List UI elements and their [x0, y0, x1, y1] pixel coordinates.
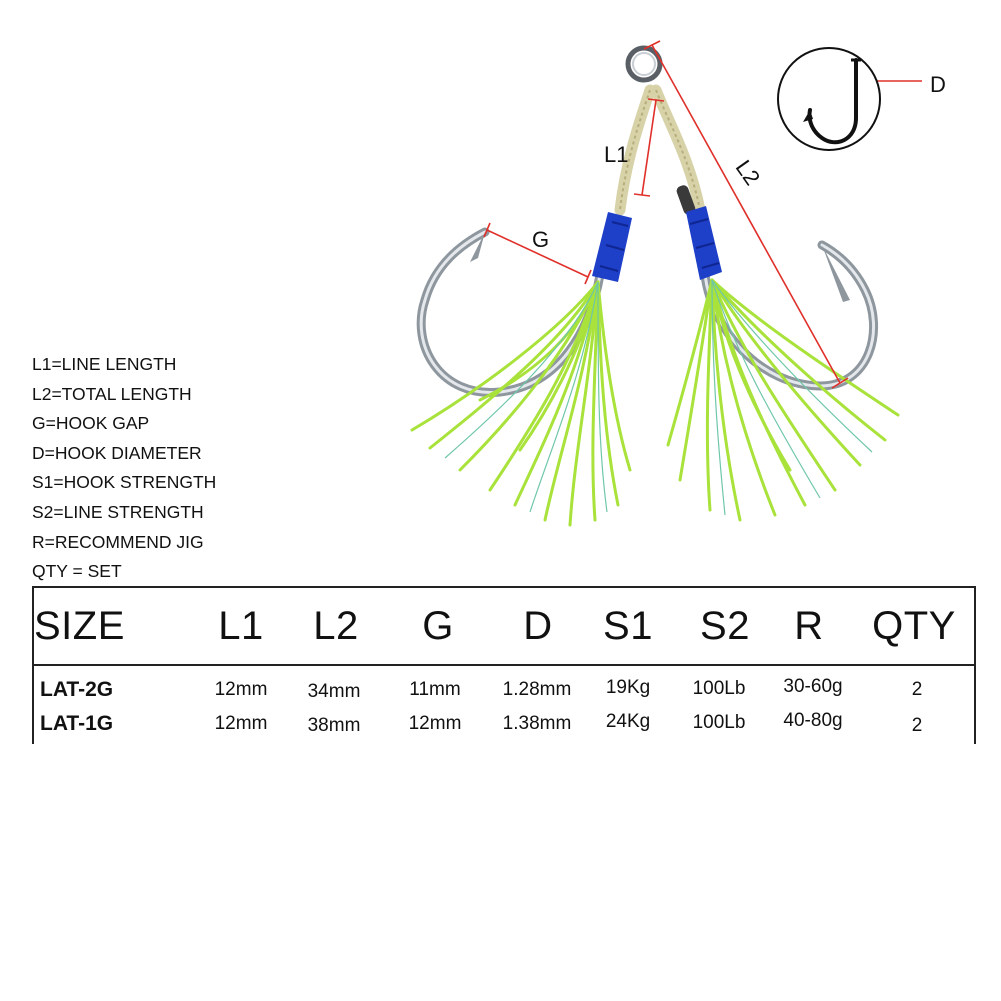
g-label: G: [532, 227, 549, 252]
table-row-1-s1: 19Kg: [605, 677, 651, 698]
table-row-1-g: 11mm: [409, 679, 461, 700]
table-top-border: [32, 586, 976, 588]
table-row-2-l1: 12mm: [214, 713, 268, 734]
d-label: D: [930, 72, 946, 97]
table-row-2-r: 40-80g: [783, 710, 843, 731]
table-row-1-l2: 34mm: [307, 681, 361, 702]
table-row-2-size: LAT-1G: [40, 712, 114, 735]
header-qty: QTY: [872, 604, 956, 648]
right-skirt: [666, 278, 900, 522]
hook-detail-circle: [777, 47, 881, 151]
legend-item: QTY = SET: [32, 561, 122, 582]
table-right-border: [974, 586, 976, 744]
legend-item: L1=LINE LENGTH: [32, 354, 177, 374]
right-wrap: [686, 206, 722, 280]
header-l2: L2: [313, 604, 359, 648]
split-ring: [625, 45, 663, 83]
table-row-2-s2: 100Lb: [692, 712, 746, 733]
header-s1: S1: [603, 604, 653, 648]
table-row-1-s2: 100Lb: [692, 678, 746, 699]
legend-item: R=RECOMMEND JIG: [32, 531, 204, 552]
table-left-border: [32, 586, 34, 744]
g-dimension-line: [486, 229, 589, 278]
header-l1: L1: [218, 604, 264, 648]
abbreviation-legend: L1=LINE LENGTH L2=TOTAL LENGTH G=HOOK GA…: [32, 350, 216, 587]
left-skirt: [410, 280, 632, 527]
table-row-1-qty: 2: [911, 679, 923, 700]
table-row-1-l1: 12mm: [214, 679, 268, 700]
header-d: D: [523, 604, 553, 648]
l1-dimension-line: [641, 99, 657, 196]
l1-label: L1: [604, 142, 628, 167]
table-row-1-d: 1.28mm: [502, 679, 572, 700]
legend-item: L2=TOTAL LENGTH: [32, 383, 192, 404]
header-s2: S2: [700, 604, 750, 648]
table-row-2-g: 12mm: [408, 713, 462, 734]
table-row-1-r: 30-60g: [783, 676, 843, 697]
table-row-2-qty: 2: [911, 715, 923, 736]
table-row-2-l2: 38mm: [307, 715, 361, 736]
table-row-2-s1: 24Kg: [605, 711, 651, 732]
header-g: G: [422, 604, 454, 648]
legend-item: S2=LINE STRENGTH: [32, 501, 204, 522]
legend-item: G=HOOK GAP: [32, 413, 150, 434]
table-row-2-d: 1.38mm: [502, 713, 572, 734]
header-r: R: [794, 604, 824, 648]
table-row-1-size: LAT-2G: [40, 678, 114, 701]
legend-item: D=HOOK DIAMETER: [32, 442, 202, 463]
header-size: SIZE: [34, 604, 125, 648]
l2-dimension-line: [651, 44, 841, 384]
l2-label: L2: [731, 155, 766, 189]
legend-item: S1=HOOK STRENGTH: [32, 472, 217, 493]
table-header-divider: [32, 664, 976, 666]
spec-table: SIZE L1 L2 G D S1 S2 R QTY LAT-2G 12mm 3…: [32, 586, 976, 744]
